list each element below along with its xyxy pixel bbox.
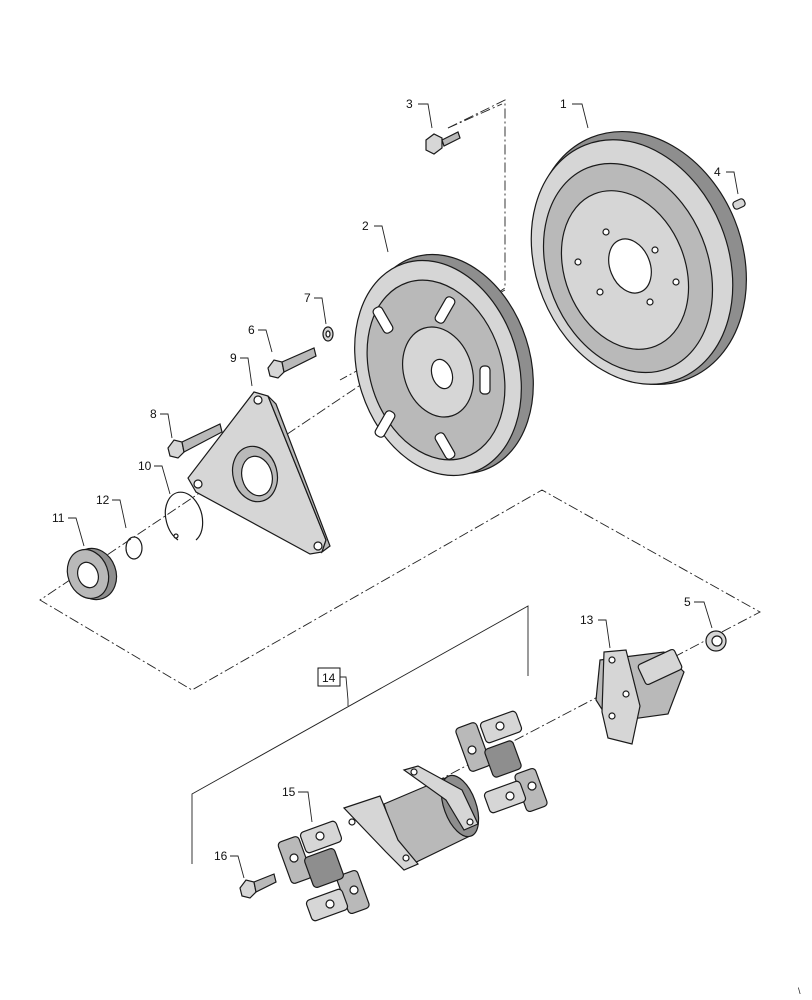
flywheel-part-1 — [530, 130, 747, 386]
callout-3: 3 — [406, 97, 413, 111]
leader-10 — [154, 465, 171, 495]
callout-13: 13 — [580, 613, 594, 627]
leader-4 — [726, 171, 739, 195]
callout-1: 1 — [560, 97, 567, 111]
callout-2: 2 — [362, 219, 369, 233]
leader-16 — [230, 855, 245, 879]
bolt-part-8 — [167, 423, 223, 459]
flange-yoke-part-13 — [595, 648, 685, 745]
bearing-part-11 — [66, 547, 118, 601]
leader-3 — [418, 103, 433, 129]
drive-plate-part-2 — [354, 253, 534, 477]
leader-8 — [160, 413, 173, 439]
dowel-pin-part-4 — [732, 198, 746, 210]
leader-1 — [572, 103, 589, 129]
bolt-part-6 — [267, 347, 317, 379]
universal-joint-part-15 — [277, 820, 370, 922]
leader-2 — [374, 225, 389, 253]
leader-9 — [240, 357, 253, 387]
corner-mark: \ — [798, 986, 801, 996]
drive-shaft-tube — [342, 765, 480, 871]
bearing-plate-part-9 — [187, 391, 331, 555]
leader-15 — [298, 791, 313, 823]
leader-11 — [68, 517, 85, 547]
callout-9: 9 — [230, 351, 237, 365]
washer-part-7 — [322, 326, 334, 342]
centerline-upper — [39, 99, 761, 791]
snap-ring-part-10 — [164, 491, 204, 541]
callout-10: 10 — [138, 459, 152, 473]
callout-4: 4 — [714, 165, 721, 179]
centerline-bolt-3 — [447, 103, 503, 129]
callout-5: 5 — [684, 595, 691, 609]
callout-11: 11 — [52, 511, 65, 525]
callout-16: 16 — [214, 849, 228, 863]
bushing-part-5 — [705, 630, 727, 652]
retaining-ring-part-12 — [125, 536, 143, 560]
kit-bracket-part-14 — [191, 605, 529, 864]
leader-6 — [258, 329, 273, 353]
universal-joint-upper — [455, 710, 548, 814]
bolt-part-16 — [239, 873, 277, 899]
leader-5 — [694, 601, 713, 629]
leader-12 — [112, 499, 127, 529]
callout-15: 15 — [282, 785, 296, 799]
callout-7: 7 — [304, 291, 311, 305]
callout-14: 14 — [322, 671, 336, 685]
leader-13 — [598, 619, 611, 649]
leader-14 — [340, 676, 349, 701]
callout-6: 6 — [248, 323, 255, 337]
bolt-part-3 — [425, 131, 461, 155]
leader-7 — [314, 297, 327, 325]
callout-12: 12 — [96, 493, 110, 507]
callout-8: 8 — [150, 407, 157, 421]
